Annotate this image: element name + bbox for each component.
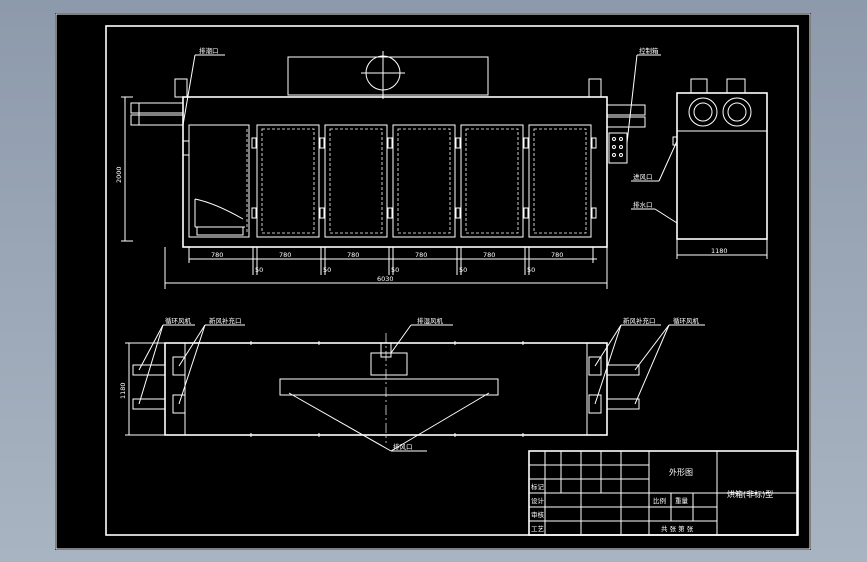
left-stub <box>174 78 188 98</box>
label-circ-fan-right: 循环风机 <box>673 316 700 325</box>
outer-frame <box>55 13 811 550</box>
label-exhaust-fan: 排湿风机 <box>417 316 444 325</box>
door-2 <box>256 124 320 238</box>
dim-seg-4: 780 <box>415 251 427 259</box>
label-exhaust-outlet: 排风口 <box>393 442 413 451</box>
right-stub <box>588 78 602 98</box>
label-inlet-right: 新风补充口 <box>623 316 656 325</box>
control-box <box>608 132 628 164</box>
row-label-review: 审核 <box>531 510 545 519</box>
oven-body <box>182 96 608 248</box>
plan-inlet-left-top <box>172 356 186 376</box>
title-block: 外形图 烘箱(非标)型 标记 设计 审核 工艺 比例 重量 共 张 第 张 <box>528 450 798 536</box>
dim-gap-3: 50 <box>391 266 399 274</box>
label-air-inlet: 进风口 <box>633 173 653 181</box>
plan-view: 1180 循环风机 新风补充口 排湿风机 新风补充口 循环风机 排风口 <box>119 316 705 452</box>
door-4 <box>392 124 456 238</box>
dim-seg-3: 780 <box>347 251 359 259</box>
dim-seg-1: 780 <box>211 251 223 259</box>
plan-inlet-right-top <box>588 356 602 376</box>
drawing-title: 烘箱(非标)型 <box>727 489 773 499</box>
dim-plan-depth: 1180 <box>119 382 127 399</box>
door-3 <box>324 124 388 238</box>
label-inlet-left: 新风补充口 <box>209 316 242 325</box>
dim-seg-6: 780 <box>551 251 563 259</box>
weight-label: 重量 <box>675 497 689 505</box>
front-view: 排潮口 控制箱 2000 780 780 780 780 780 780 50 … <box>115 46 661 289</box>
dim-seg-5: 780 <box>483 251 495 259</box>
door-1 <box>188 124 250 238</box>
dim-gap-4: 50 <box>459 266 467 274</box>
drawing-canvas: 排潮口 控制箱 2000 780 780 780 780 780 780 50 … <box>55 13 811 550</box>
row-label-design: 设计 <box>531 496 545 505</box>
plan-hood <box>279 378 499 396</box>
sheet-label: 共 张 第 张 <box>661 524 694 533</box>
dim-height: 2000 <box>115 166 123 183</box>
cad-viewport[interactable]: 排潮口 控制箱 2000 780 780 780 780 780 780 50 … <box>55 13 811 550</box>
drawing-kind: 外形图 <box>669 467 693 477</box>
dim-total: 6030 <box>377 275 394 283</box>
label-exhaust-port: 排潮口 <box>199 46 219 55</box>
scale-label: 比例 <box>653 496 666 505</box>
side-fan-right <box>722 97 752 127</box>
label-circ-fan-left: 循环风机 <box>165 316 192 325</box>
side-body <box>676 92 768 240</box>
label-drain: 排水口 <box>633 200 653 209</box>
inner-frame <box>105 25 799 536</box>
label-control-box: 控制箱 <box>639 46 659 55</box>
left-pipe-top <box>130 102 184 114</box>
right-pipe-bottom <box>606 116 646 128</box>
side-fan-left <box>688 97 718 127</box>
dim-side-width: 1180 <box>711 247 728 255</box>
door-6 <box>528 124 592 238</box>
row-label-process: 工艺 <box>531 525 545 533</box>
door-5 <box>460 124 524 238</box>
dim-gap-1: 50 <box>255 266 263 274</box>
right-pipe-top <box>606 104 646 116</box>
dim-gap-5: 50 <box>527 266 535 274</box>
left-pipe-bottom <box>130 114 184 126</box>
doors <box>256 124 592 238</box>
dim-gap-2: 50 <box>323 266 331 274</box>
row-label-mark: 标记 <box>531 482 545 491</box>
side-view: 进风口 排水口 1180 <box>631 78 768 259</box>
dim-seg-2: 780 <box>279 251 291 259</box>
plan-exhaust-fan <box>370 352 408 376</box>
plan-inlet-left-bottom <box>172 394 186 414</box>
plan-inlet-right-bottom <box>588 394 602 414</box>
